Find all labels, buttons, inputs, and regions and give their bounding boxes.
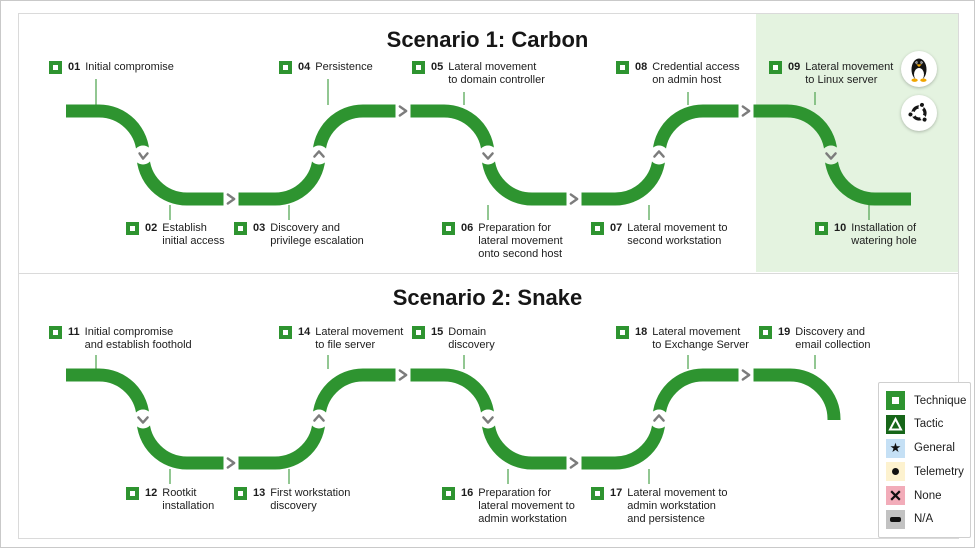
technique-icon [49, 326, 62, 339]
legend-item-telemetry: Telemetry [886, 462, 966, 482]
dot-icon [886, 462, 905, 482]
technique-icon [815, 222, 828, 235]
technique-icon [234, 222, 247, 235]
technique-icon [591, 222, 604, 235]
technique-icon [412, 326, 425, 339]
scenario-2-title: Scenario 2: Snake [392, 285, 583, 310]
technique-icon [126, 487, 139, 500]
legend: Technique Tactic ★ General Telemetry Non… [878, 382, 971, 538]
technique-icon [591, 487, 604, 500]
technique-icon [442, 487, 455, 500]
legend-item-none: None [886, 486, 966, 506]
linux-tux-icon [901, 51, 937, 87]
technique-icon [442, 222, 455, 235]
technique-icon [49, 61, 62, 74]
x-icon [886, 486, 905, 506]
technique-icon [234, 487, 247, 500]
dash-icon [886, 509, 905, 529]
technique-icon [616, 61, 629, 74]
technique-icon [279, 61, 292, 74]
tactic-icon [886, 414, 905, 434]
legend-item-tactic: Tactic [886, 414, 966, 434]
legend-item-technique: Technique [886, 391, 966, 410]
legend-item-general: ★ General [886, 438, 966, 458]
technique-icon [279, 326, 292, 339]
technique-icon [759, 326, 772, 339]
scenario-1-title: Scenario 1: Carbon [386, 27, 589, 52]
technique-icon [616, 326, 629, 339]
technique-icon [886, 391, 905, 410]
star-icon: ★ [886, 438, 905, 458]
technique-icon [412, 61, 425, 74]
ubuntu-logo-icon [901, 95, 937, 131]
legend-item-na: N/A [886, 509, 966, 529]
technique-icon [769, 61, 782, 74]
technique-icon [126, 222, 139, 235]
